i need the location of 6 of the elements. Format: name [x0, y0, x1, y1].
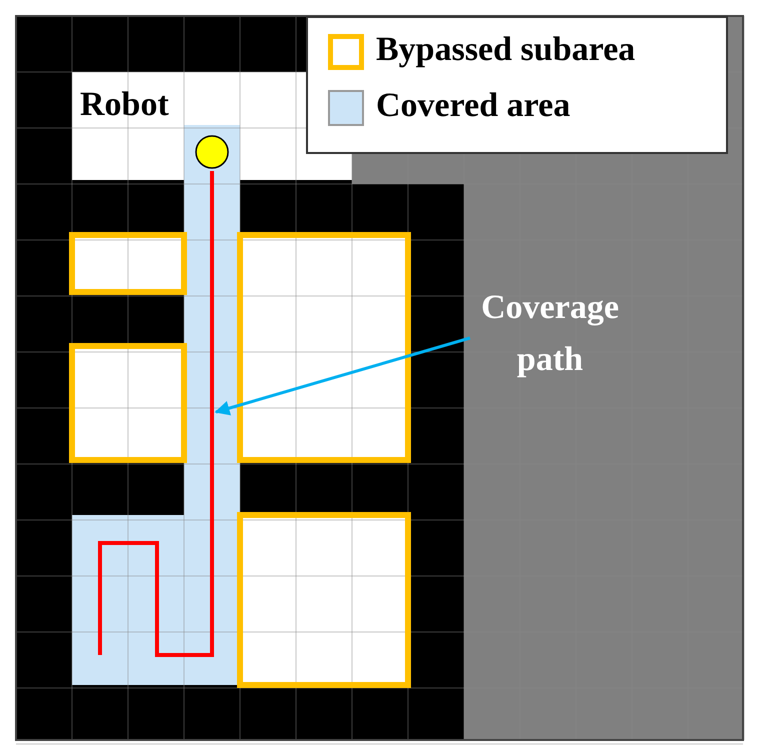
- robot-label: Robot: [80, 86, 169, 124]
- legend-text: Covered area: [376, 87, 570, 125]
- legend-text: Bypassed subarea: [376, 31, 636, 69]
- path-label: Coverage path: [462, 282, 638, 386]
- coverage-path-line: [98, 171, 214, 657]
- arrow: [214, 336, 470, 416]
